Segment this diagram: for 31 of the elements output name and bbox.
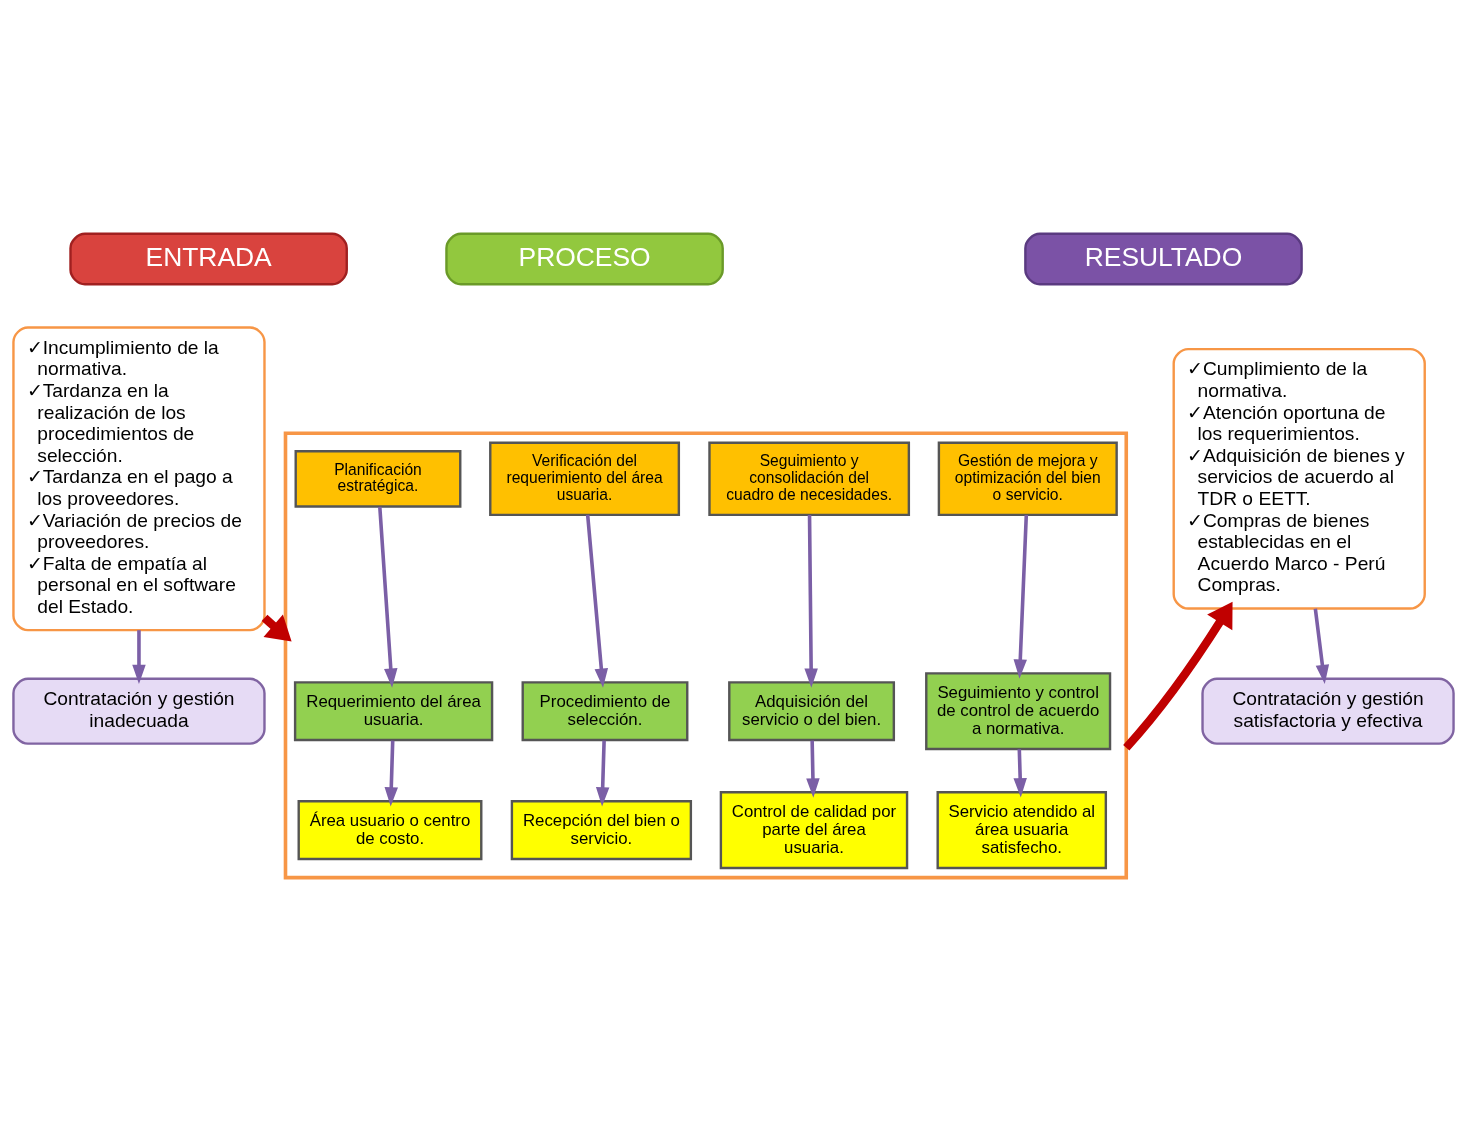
node-box: Gestión de mejora y optimización del bien o servicio. [937,441,1118,517]
node-box: Servicio atendido al área usuaria satisfecho. [936,791,1108,870]
node-box: Seguimiento y control de control de acuerdo a normativa. [925,672,1112,751]
arrow [132,630,146,684]
node-box: Seguimiento y consolidación del cuadro de necesidades. [708,441,911,517]
node-box: RESULTADO [1024,232,1303,286]
node-box: ✓Incumplimiento de la normativa. ✓Tardanza en la realización de los procedimientos de selección. ✓Tardanza en el pago a los proveedores. ✓Variación de precios de proveedores. ✓Falta de empatía al personal en el software del Estado. [12,326,266,632]
node-box: Procedimiento de selección. [521,681,689,742]
node-box: PROCESO [445,232,724,286]
node-box: ✓Cumplimiento de la normativa. ✓Atención oportuna de los requerimientos. ✓Adquisición de bienes y servicios de acuerdo al TDR o EETT. ✓Compras de bienes establecidas en el Acuerdo Marco - Perú Compras. [1172,347,1426,610]
node-box: Control de calidad por parte del área usuaria. [719,791,909,870]
node-box: ENTRADA [69,232,348,286]
arrow [595,740,610,807]
arrow [1123,601,1233,751]
node-box: Contratación y gestión inadecuada [12,677,266,745]
node-box: Planificación estratégica. [294,450,462,508]
arrow [806,740,820,798]
arrow [585,514,609,688]
cluster [283,431,1129,880]
arrow [1013,514,1029,679]
node-box: Requerimiento del área usuaria. [293,681,494,742]
arrow [384,740,399,807]
node-box: Adquisición del servicio o del bien. [728,681,896,742]
node-box: Área usuario o centro de costo. [297,800,483,861]
node-box: Contratación y gestión satisfactoria y efectiva [1201,677,1455,745]
node-box: Verificación del requerimiento del área usuaria. [489,441,681,517]
arrow [1313,608,1330,685]
arrow [378,506,398,688]
arrow [1013,749,1027,798]
arrow [804,514,818,688]
node-box: Recepción del bien o servicio. [510,800,693,861]
